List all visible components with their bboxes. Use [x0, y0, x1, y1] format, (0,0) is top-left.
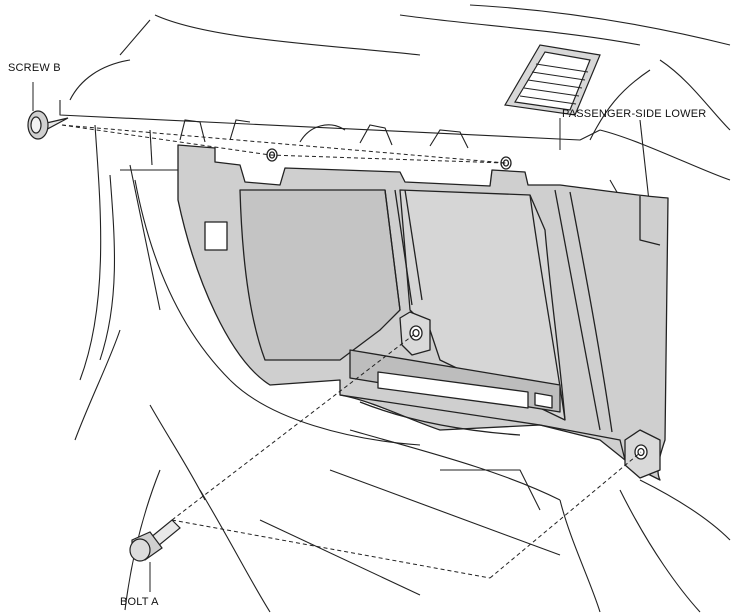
bolt-a-label: BOLT A [120, 596, 159, 608]
lower-panel [177, 144, 669, 481]
dashed-leaders [61, 124, 642, 579]
dash-brackets [149, 119, 469, 166]
interior-outline [59, 4, 731, 613]
air-vent [504, 44, 601, 116]
bolt-a-icon [129, 519, 181, 592]
screw-b-icon [27, 82, 69, 140]
passenger-side-lower-label: PASSENGER-SIDE LOWER [562, 108, 707, 120]
screw-b-label: SCREW B [8, 62, 61, 74]
